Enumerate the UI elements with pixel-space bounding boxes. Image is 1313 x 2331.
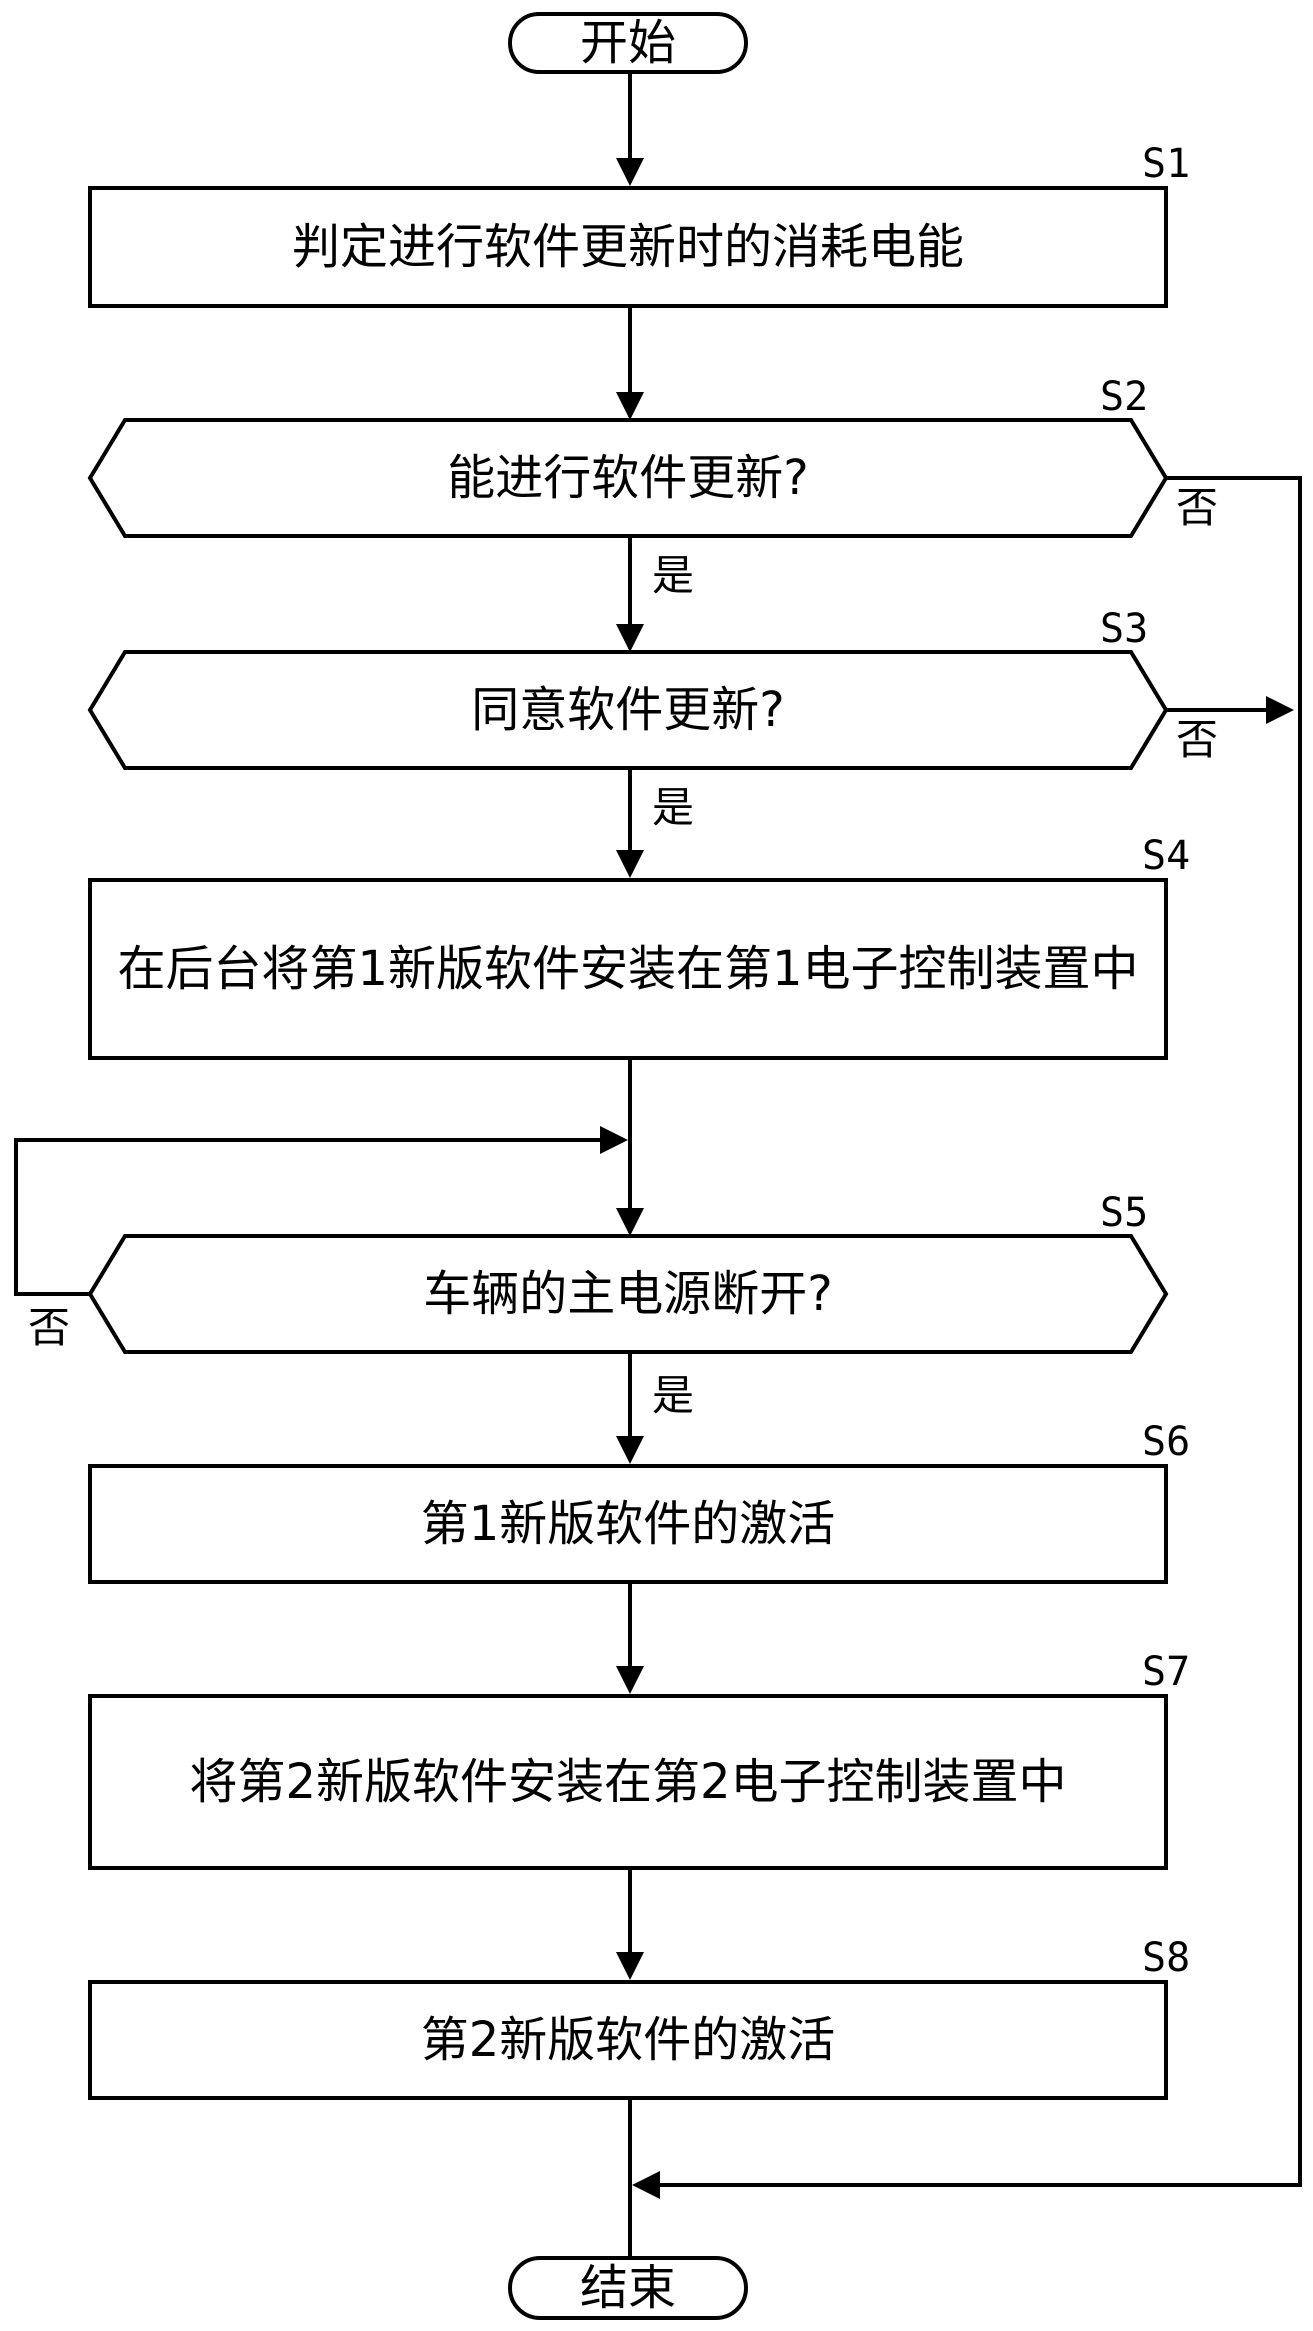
step-s5: 车辆的主电源断开? S5 是 否 <box>28 1190 1169 1420</box>
s6-step-id: S6 <box>1142 1419 1190 1465</box>
connector-s5-no-loop <box>14 1138 600 1296</box>
step-s2: 能进行软件更新? S2 是 否 <box>87 374 1218 600</box>
s6-box <box>88 1464 1168 1584</box>
arrowhead-s5 <box>616 1208 644 1236</box>
start-shape <box>508 12 748 74</box>
step-s3: 同意软件更新? S3 是 否 <box>87 606 1218 832</box>
end-shape <box>508 2256 748 2320</box>
s2-no-label: 否 <box>1176 483 1218 532</box>
s2-hexagon <box>87 418 1169 538</box>
step-s6: 第1新版软件的激活 S6 <box>88 1419 1190 1584</box>
s4-step-id: S4 <box>1142 833 1190 879</box>
arrowhead-merge-end <box>632 2171 660 2199</box>
step-s8: 第2新版软件的激活 S8 <box>88 1935 1190 2100</box>
arrowhead-s6 <box>616 1436 644 1464</box>
s3-yes-label: 是 <box>652 783 694 832</box>
s8-step-id: S8 <box>1142 1935 1190 1981</box>
arrowhead-s4 <box>616 850 644 878</box>
arrowhead-s3-no <box>1266 696 1294 724</box>
s3-no-label: 否 <box>1176 715 1218 764</box>
arrowhead-s8 <box>616 1952 644 1980</box>
s4-label: 在后台将第1新版软件安装在第1电子控制装置中 <box>117 941 1138 997</box>
arrowhead-s3 <box>616 624 644 652</box>
s8-label: 第2新版软件的激活 <box>421 2012 836 2068</box>
step-s7: 将第2新版软件安装在第2电子控制装置中 S7 <box>88 1649 1190 1870</box>
arrowhead-s1 <box>616 158 644 186</box>
s7-box <box>88 1694 1168 1870</box>
s5-yes-label: 是 <box>652 1371 694 1420</box>
s3-hexagon <box>87 650 1169 770</box>
s3-step-id: S3 <box>1100 606 1148 652</box>
s3-label: 同意软件更新? <box>471 682 784 738</box>
end-label: 结束 <box>580 2260 676 2316</box>
arrowhead-s2 <box>616 392 644 420</box>
arrowhead-s5-loop <box>600 1126 628 1154</box>
s5-step-id: S5 <box>1100 1190 1148 1236</box>
s2-yes-label: 是 <box>652 551 694 600</box>
arrowhead-s7 <box>616 1666 644 1694</box>
s2-step-id: S2 <box>1100 374 1148 420</box>
s6-label: 第1新版软件的激活 <box>421 1496 836 1552</box>
s4-box <box>88 878 1168 1060</box>
end-terminal: 结束 <box>508 2256 748 2320</box>
s1-box <box>88 186 1168 308</box>
step-s4: 在后台将第1新版软件安装在第1电子控制装置中 S4 <box>88 833 1190 1060</box>
s1-label: 判定进行软件更新时的消耗电能 <box>292 219 964 275</box>
s1-step-id: S1 <box>1142 141 1190 187</box>
s8-box <box>88 1980 1168 2100</box>
s2-label: 能进行软件更新? <box>447 450 808 506</box>
s7-label: 将第2新版软件安装在第2电子控制装置中 <box>189 1754 1066 1810</box>
step-s1: 判定进行软件更新时的消耗电能 S1 <box>88 141 1190 308</box>
s5-no-label: 否 <box>28 1303 70 1352</box>
s5-hexagon <box>87 1234 1169 1354</box>
connector-s2-no <box>658 476 1302 2187</box>
s5-label: 车辆的主电源断开? <box>423 1266 832 1322</box>
start-label: 开始 <box>580 15 676 71</box>
start-terminal: 开始 <box>508 12 748 74</box>
s7-step-id: S7 <box>1142 1649 1190 1695</box>
